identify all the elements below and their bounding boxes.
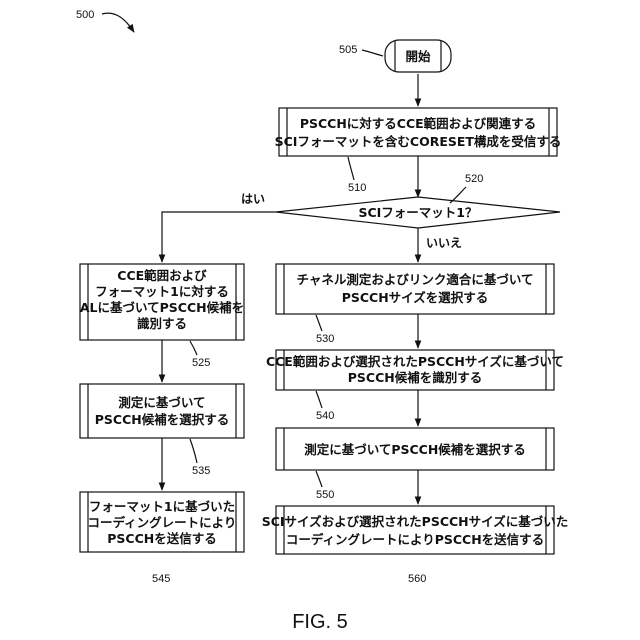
select-left-line-1: 測定に基づいて xyxy=(118,395,205,410)
select-right-node: 測定に基づいてPSCCH候補を選択する xyxy=(276,428,554,470)
transmit-left-line-3: PSCCHを送信する xyxy=(107,531,216,546)
ref-510: 510 xyxy=(348,182,366,194)
transmit-left-line-1: フォーマット1に基づいた xyxy=(89,499,235,514)
leader-510 xyxy=(348,157,354,180)
select-size-node: チャネル測定およびリンク適合に基づいて PSCCHサイズを選択する xyxy=(276,264,554,314)
ref-520: 520 xyxy=(465,173,483,185)
identify-size-line-1: CCE範囲および選択されたPSCCHサイズに基づいて xyxy=(266,354,564,369)
leader-540 xyxy=(316,391,322,408)
decision-label: SCIフォーマット1？ xyxy=(358,205,477,220)
receive-line-1: PSCCHに対するCCE範囲および関連する xyxy=(300,116,536,131)
leader-525 xyxy=(190,341,197,355)
ref-560: 560 xyxy=(408,573,426,585)
ref-505: 505 xyxy=(339,44,357,56)
ref-530: 530 xyxy=(316,333,334,345)
identify-al-line-2: フォーマット1に対する xyxy=(95,284,229,299)
transmit-right-line-2: コーディングレートによりPSCCHを送信する xyxy=(286,532,544,547)
identify-size-node: CCE範囲および選択されたPSCCHサイズに基づいて PSCCH候補を識別する xyxy=(266,350,564,390)
start-label: 開始 xyxy=(405,49,431,64)
leader-530 xyxy=(316,315,322,331)
leader-550 xyxy=(316,471,322,487)
ref-525: 525 xyxy=(192,357,210,369)
transmit-right-line-1: SCIサイズおよび選択されたPSCCHサイズに基づいた xyxy=(262,514,569,529)
receive-node: PSCCHに対するCCE範囲および関連する SCIフォーマットを含むCORESE… xyxy=(275,108,562,156)
yes-label: はい xyxy=(241,192,265,206)
no-label: いいえ xyxy=(426,236,462,250)
identify-al-line-1: CCE範囲および xyxy=(117,268,207,283)
edge-decision-yes xyxy=(162,212,276,262)
figure-pointer-arrow xyxy=(102,13,134,32)
identify-size-line-2: PSCCH候補を識別する xyxy=(348,370,482,385)
select-size-line-1: チャネル測定およびリンク適合に基づいて xyxy=(296,272,533,287)
leader-505 xyxy=(362,50,383,56)
ref-535: 535 xyxy=(192,465,210,477)
transmit-left-node: フォーマット1に基づいた コーディングレートにより PSCCHを送信する xyxy=(80,492,244,552)
figure-caption: FIG. 5 xyxy=(292,611,348,633)
ref-550: 550 xyxy=(316,489,334,501)
select-right-line-1: 測定に基づいてPSCCH候補を選択する xyxy=(304,442,526,457)
select-size-line-2: PSCCHサイズを選択する xyxy=(342,290,489,305)
transmit-left-line-2: コーディングレートにより xyxy=(88,515,237,530)
identify-al-node: CCE範囲および フォーマット1に対する ALに基づいてPSCCH候補を 識別す… xyxy=(80,264,244,340)
leader-520 xyxy=(450,187,466,203)
decision-node: SCIフォーマット1？ xyxy=(276,197,560,228)
identify-al-line-4: 識別する xyxy=(137,316,187,331)
select-left-node: 測定に基づいて PSCCH候補を選択する xyxy=(80,384,244,438)
receive-line-2: SCIフォーマットを含むCORESET構成を受信する xyxy=(275,134,562,149)
start-node: 開始 xyxy=(385,40,451,72)
transmit-right-node: SCIサイズおよび選択されたPSCCHサイズに基づいた コーディングレートにより… xyxy=(262,506,569,554)
leader-535 xyxy=(190,439,197,463)
select-left-line-2: PSCCH候補を選択する xyxy=(95,412,229,427)
ref-545: 545 xyxy=(152,573,170,585)
ref-540: 540 xyxy=(316,410,334,422)
figure-number: 500 xyxy=(76,9,94,21)
identify-al-line-3: ALに基づいてPSCCH候補を xyxy=(80,300,244,315)
